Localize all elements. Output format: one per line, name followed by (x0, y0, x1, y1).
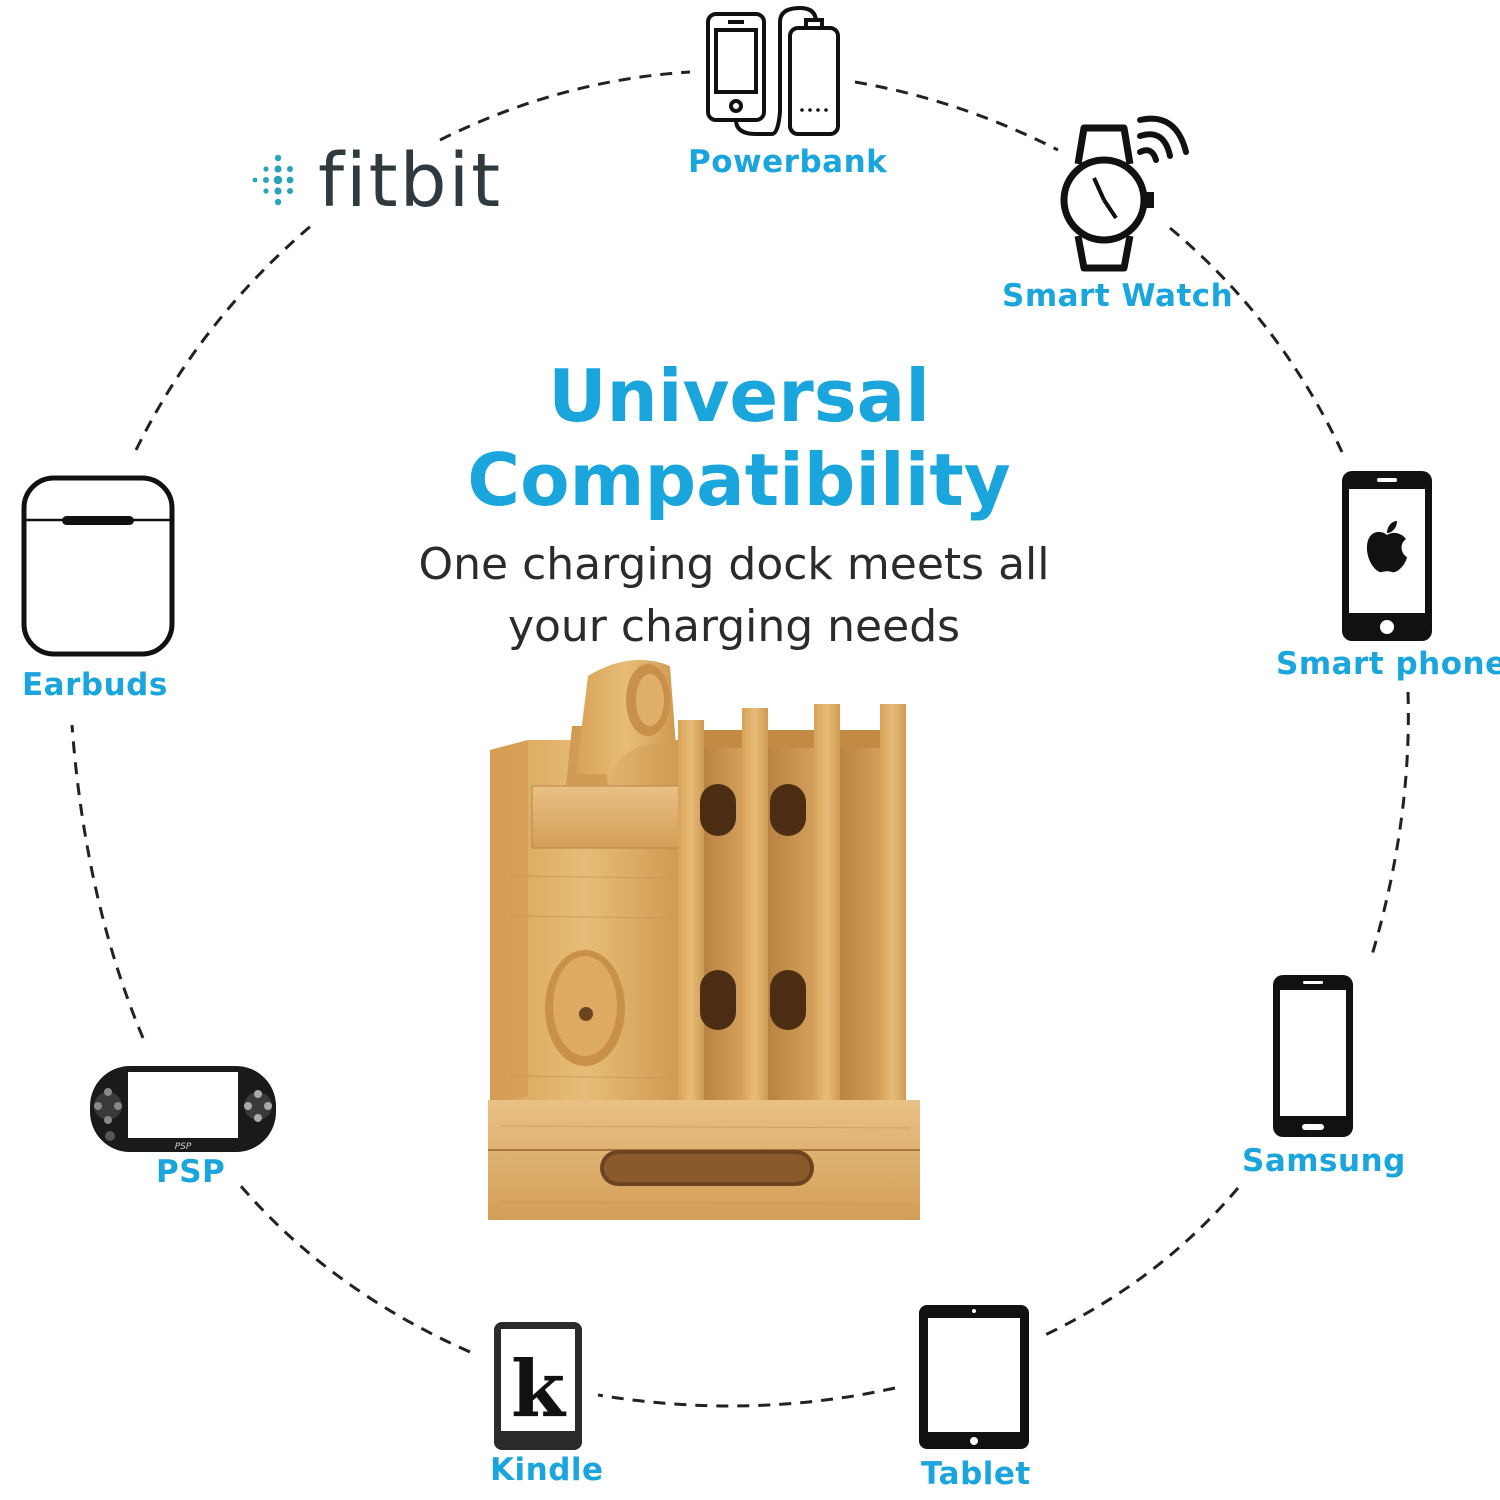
smartwatch-icon (1060, 115, 1189, 272)
device-label-powerbank: Powerbank (688, 144, 888, 180)
headline-line-1: Universal (548, 354, 930, 438)
fitbit-dots-icon (252, 154, 294, 206)
bamboo-charging-dock (488, 659, 920, 1220)
svg-text:k: k (511, 1344, 567, 1435)
device-label-psp: PSP (156, 1154, 226, 1190)
device-label-tablet: Tablet (921, 1456, 1031, 1492)
earbuds-case-icon (21, 475, 175, 657)
device-label-kindle: Kindle (490, 1452, 604, 1488)
subtitle-line-1: One charging dock meets all (418, 539, 1050, 590)
tablet-icon (919, 1305, 1029, 1449)
powerbank-icon (706, 5, 840, 136)
device-label-smart-phone: Smart phone (1276, 646, 1500, 682)
subtitle-line-2: your charging needs (507, 601, 961, 652)
samsung-phone-icon (1273, 975, 1353, 1137)
device-label-samsung: Samsung (1242, 1143, 1406, 1179)
kindle-icon: k (494, 1322, 582, 1450)
iphone-icon (1342, 471, 1432, 641)
psp-icon: PSP (90, 1066, 276, 1152)
device-label-smart-watch: Smart Watch (1002, 278, 1234, 314)
svg-text:PSP: PSP (175, 1142, 192, 1152)
fitbit-logo-text: fitbit (318, 138, 503, 224)
device-label-earbuds: Earbuds (22, 667, 168, 703)
headline-line-2: Compatibility (467, 438, 1011, 522)
